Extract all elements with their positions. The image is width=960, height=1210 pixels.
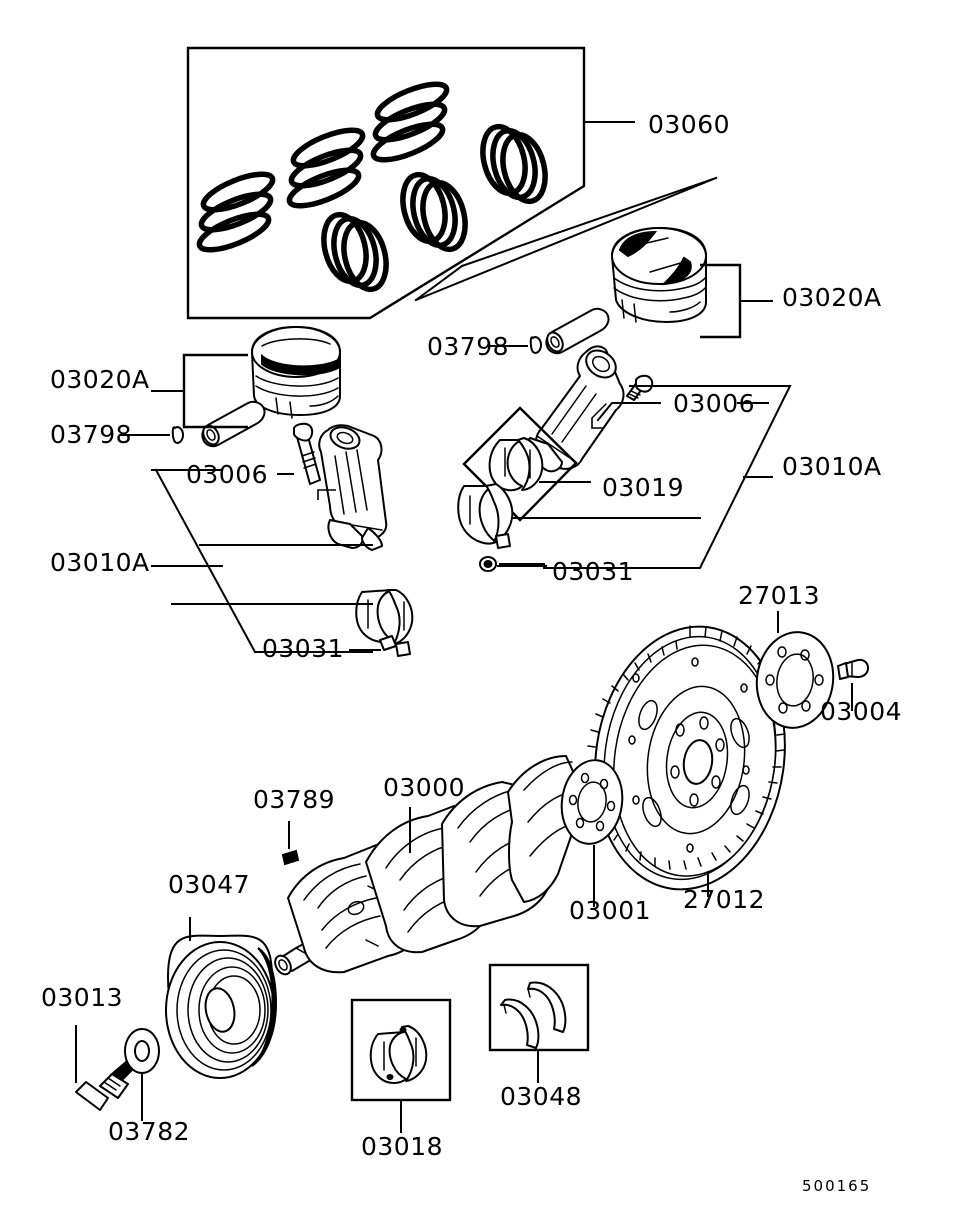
piston-circlip-right xyxy=(529,336,542,354)
callout-03018[interactable]: 03018 xyxy=(361,1132,443,1161)
callout-03000[interactable]: 03000 xyxy=(383,773,465,802)
callout-03019[interactable]: 03019 xyxy=(602,473,684,502)
piston-ring-box xyxy=(186,46,586,320)
piston-ring-group[interactable] xyxy=(186,46,635,320)
diagram-reference-number: 500165 xyxy=(802,1177,871,1195)
connecting-rod-nut-right xyxy=(479,556,497,572)
callout-03006-right[interactable]: 03006 xyxy=(673,389,755,418)
piston-pin-left xyxy=(201,400,266,448)
callout-03004[interactable]: 03004 xyxy=(820,697,902,726)
leader-03006-right xyxy=(596,402,661,422)
thrust-washer-group[interactable] xyxy=(488,963,590,1083)
flywheel-bolt[interactable] xyxy=(837,658,869,711)
callout-27013[interactable]: 27013 xyxy=(738,581,820,610)
connecting-rod-bolt-right xyxy=(626,374,654,401)
piston-right xyxy=(611,227,707,323)
piston-assembly-left[interactable] xyxy=(119,326,341,448)
piston-ring-coil-3 xyxy=(480,123,548,205)
crankshaft-key[interactable] xyxy=(281,821,300,866)
thrust-washers xyxy=(500,981,567,1049)
piston-assembly-right[interactable] xyxy=(489,227,773,355)
callout-03006-left[interactable]: 03006 xyxy=(186,460,268,489)
callout-03001[interactable]: 03001 xyxy=(569,896,651,925)
piston-circlip-left xyxy=(171,426,184,444)
callout-03010A-right[interactable]: 03010A xyxy=(782,452,882,481)
flywheel-group[interactable] xyxy=(579,614,802,902)
callout-03031-right[interactable]: 03031 xyxy=(552,557,634,586)
callout-03010A-left[interactable]: 03010A xyxy=(50,548,150,577)
callout-03031-left[interactable]: 03031 xyxy=(262,634,344,663)
callout-labels: 03060 03020A 03798 03020A 03798 03006 03… xyxy=(41,110,902,1161)
callout-03020A-left[interactable]: 03020A xyxy=(50,365,150,394)
crankshaft-pulley-bolt[interactable] xyxy=(75,1025,136,1111)
crankshaft-pulley-washer[interactable] xyxy=(124,1028,160,1121)
crankshaft-rear-plate[interactable] xyxy=(556,756,627,907)
piston-pin-right xyxy=(545,307,610,355)
drive-plate-adapter[interactable] xyxy=(751,611,840,733)
main-bearing-group[interactable] xyxy=(350,998,452,1133)
callout-03020A-right[interactable]: 03020A xyxy=(782,283,882,312)
callout-03798-right[interactable]: 03798 xyxy=(427,332,509,361)
piston-ring-flat-1 xyxy=(196,171,276,253)
callout-03013[interactable]: 03013 xyxy=(41,983,123,1012)
connecting-rod-bolt-left xyxy=(293,422,321,485)
piston-left xyxy=(251,326,341,419)
callout-03798-left[interactable]: 03798 xyxy=(50,420,132,449)
piston-ring-flat-3 xyxy=(370,81,450,163)
callout-03060[interactable]: 03060 xyxy=(648,110,730,139)
callout-27012[interactable]: 27012 xyxy=(683,885,765,914)
conrod-bearing-shells xyxy=(488,437,544,492)
piston-ring-flat-2 xyxy=(286,127,366,209)
connecting-rod-nut-left xyxy=(379,635,397,651)
ring-to-piston-pointer xyxy=(414,176,718,302)
flywheel-ring-gear xyxy=(586,625,786,891)
piston-ring-coil-1 xyxy=(321,211,389,293)
crankshaft-pulley[interactable] xyxy=(165,917,278,1079)
conrod-bearing-group-right[interactable] xyxy=(462,406,591,522)
callout-03048[interactable]: 03048 xyxy=(500,1082,582,1111)
connecting-rod-assembly-left[interactable] xyxy=(151,422,414,657)
crankshaft[interactable] xyxy=(272,755,582,977)
main-bearing-box xyxy=(350,998,452,1102)
conrod-bearing-lower-right xyxy=(457,483,514,549)
callout-03047[interactable]: 03047 xyxy=(168,870,250,899)
connecting-rod-left xyxy=(318,424,388,551)
callout-03789[interactable]: 03789 xyxy=(253,785,335,814)
connecting-rod-assembly-right[interactable] xyxy=(457,345,792,572)
callout-03782[interactable]: 03782 xyxy=(108,1117,190,1146)
main-bearing-shells xyxy=(369,1025,428,1084)
piston-ring-coil-2 xyxy=(400,171,468,253)
conrod-bearing-box xyxy=(462,406,578,522)
